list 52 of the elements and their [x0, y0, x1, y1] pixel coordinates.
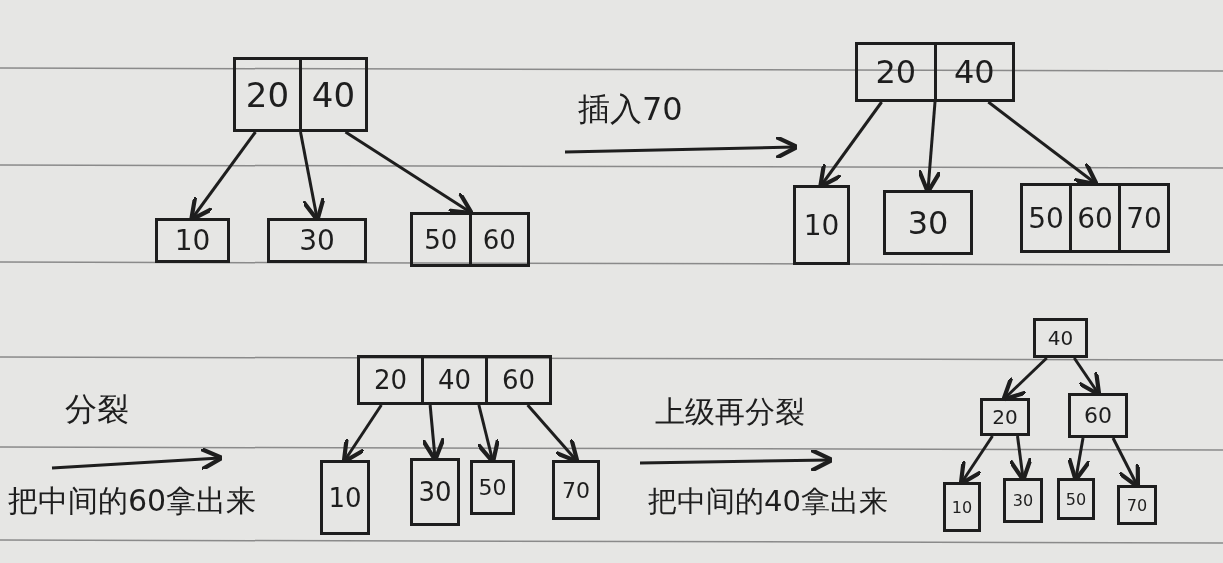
key-value: 50 [477, 474, 508, 502]
key-value: 60 [1069, 186, 1118, 250]
key-value: 40 [1046, 325, 1075, 352]
key-value: 30 [906, 202, 950, 244]
key-value: 40 [933, 45, 1012, 99]
key-node [233, 57, 368, 132]
key-node [943, 482, 981, 532]
key-value: 10 [950, 496, 974, 519]
key-node [410, 212, 530, 267]
key-node [267, 218, 367, 263]
key-node [320, 460, 370, 535]
key-value: 70 [561, 476, 591, 505]
key-node [410, 458, 460, 526]
key-value: 20 [991, 404, 1019, 431]
note-text: 把中间的60拿出来 [8, 484, 257, 517]
key-node [1033, 318, 1088, 358]
key-value: 50 [1064, 488, 1088, 511]
note-text: 插入70 [578, 92, 683, 128]
key-value: 30 [1011, 490, 1035, 512]
note-text: 分裂 [65, 392, 129, 428]
key-node [883, 190, 973, 255]
key-node [793, 185, 850, 265]
key-value: 60 [485, 358, 549, 402]
key-node [1057, 478, 1095, 520]
key-node [855, 42, 1015, 102]
key-value: 10 [327, 481, 363, 515]
key-node [980, 398, 1030, 436]
key-value: 40 [299, 60, 365, 129]
key-node [1068, 393, 1128, 438]
key-node [1117, 485, 1157, 525]
key-node [552, 460, 600, 520]
key-value: 20 [244, 73, 291, 117]
key-value: 50 [423, 223, 459, 257]
key-value: 10 [173, 223, 212, 259]
key-value: 20 [874, 52, 918, 93]
key-value: 50 [1027, 200, 1065, 237]
key-node [155, 218, 230, 263]
note-text: 上级再分裂 [655, 395, 805, 428]
key-node [357, 355, 552, 405]
key-value: 30 [417, 476, 453, 509]
key-node [1003, 478, 1043, 523]
key-value: 20 [372, 364, 409, 397]
key-value: 70 [1125, 494, 1149, 517]
key-value: 30 [298, 223, 336, 259]
key-value: 60 [1083, 402, 1113, 430]
key-value: 10 [802, 207, 841, 244]
key-value: 70 [1118, 186, 1167, 250]
key-value: 60 [468, 215, 527, 264]
key-value: 40 [421, 358, 485, 402]
key-node [1020, 183, 1170, 253]
note-text: 把中间的40拿出来 [648, 486, 888, 518]
key-node [470, 460, 515, 515]
